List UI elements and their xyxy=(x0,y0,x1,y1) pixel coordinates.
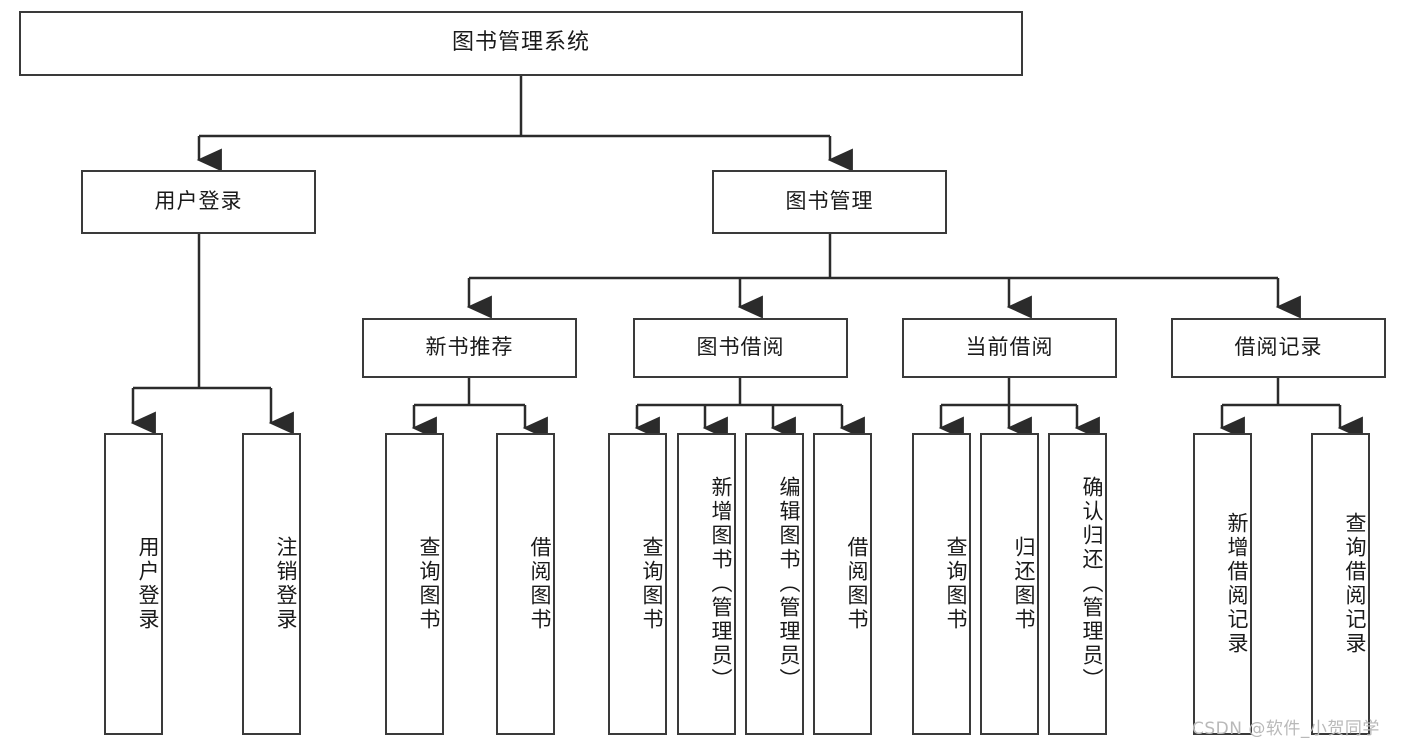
leaf-add-record[interactable]: 新增借阅记录 xyxy=(1193,433,1252,735)
node-borrow-record[interactable]: 借阅记录 xyxy=(1171,318,1386,378)
leaf-user-login[interactable]: 用户登录 xyxy=(104,433,163,735)
leaf-borrow-book-2-label: 借阅图书 xyxy=(845,536,869,632)
leaf-add-record-label: 新增借阅记录 xyxy=(1225,512,1249,656)
leaf-confirm-return[interactable]: 确认归还（管理员） xyxy=(1048,433,1107,735)
leaf-return-book-label: 归还图书 xyxy=(1012,536,1036,632)
node-book-manage-label: 图书管理 xyxy=(785,189,874,214)
node-user-login[interactable]: 用户登录 xyxy=(81,170,316,234)
node-book-borrow-label: 图书借阅 xyxy=(696,335,785,360)
node-new-book-rec[interactable]: 新书推荐 xyxy=(362,318,577,378)
leaf-query-book-1[interactable]: 查询图书 xyxy=(385,433,444,735)
leaf-edit-book-label: 编辑图书（管理员） xyxy=(777,476,801,692)
leaf-user-login-label: 用户登录 xyxy=(136,536,160,632)
csdn-watermark: CSDN @软件_小贺同学 xyxy=(1192,719,1380,739)
leaf-query-book-2-label: 查询图书 xyxy=(640,536,664,632)
node-book-borrow[interactable]: 图书借阅 xyxy=(633,318,848,378)
node-user-login-label: 用户登录 xyxy=(154,189,243,214)
leaf-borrow-book-1[interactable]: 借阅图书 xyxy=(496,433,555,735)
leaf-query-record-label: 查询借阅记录 xyxy=(1343,512,1367,656)
leaf-logout[interactable]: 注销登录 xyxy=(242,433,301,735)
node-root-label: 图书管理系统 xyxy=(451,30,590,56)
leaf-borrow-book-2[interactable]: 借阅图书 xyxy=(813,433,872,735)
leaf-query-book-3[interactable]: 查询图书 xyxy=(912,433,971,735)
leaf-query-book-2[interactable]: 查询图书 xyxy=(608,433,667,735)
node-borrow-record-label: 借阅记录 xyxy=(1234,335,1323,360)
leaf-return-book[interactable]: 归还图书 xyxy=(980,433,1039,735)
leaf-query-record[interactable]: 查询借阅记录 xyxy=(1311,433,1370,735)
node-current-borrow-label: 当前借阅 xyxy=(965,335,1054,360)
node-root[interactable]: 图书管理系统 xyxy=(19,11,1023,76)
leaf-query-book-1-label: 查询图书 xyxy=(417,536,441,632)
leaf-edit-book[interactable]: 编辑图书（管理员） xyxy=(745,433,804,735)
node-book-manage[interactable]: 图书管理 xyxy=(712,170,947,234)
leaf-query-book-3-label: 查询图书 xyxy=(944,536,968,632)
leaf-add-book[interactable]: 新增图书（管理员） xyxy=(677,433,736,735)
node-current-borrow[interactable]: 当前借阅 xyxy=(902,318,1117,378)
leaf-confirm-return-label: 确认归还（管理员） xyxy=(1080,476,1104,692)
leaf-add-book-label: 新增图书（管理员） xyxy=(709,476,733,692)
leaf-borrow-book-1-label: 借阅图书 xyxy=(528,536,552,632)
leaf-logout-label: 注销登录 xyxy=(274,536,298,632)
node-new-book-rec-label: 新书推荐 xyxy=(425,335,514,360)
